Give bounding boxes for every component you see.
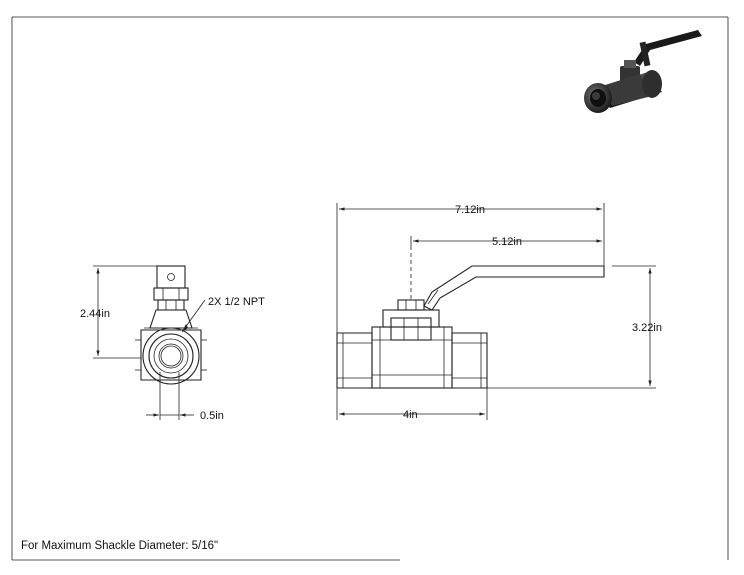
shackle-note: For Maximum Shackle Diameter: 5/16" — [21, 540, 219, 552]
dim-overall-length: 7.12in — [455, 204, 485, 216]
dim-height: 3.22in — [632, 322, 662, 334]
dim-side-height: 2.44in — [80, 308, 110, 320]
drawing-border — [11, 16, 729, 561]
ball-valve-isometric-icon — [584, 30, 702, 113]
dim-body-length: 4in — [403, 409, 418, 421]
side-view — [93, 265, 207, 420]
dim-handle-length: 5.12in — [492, 236, 522, 248]
front-view — [336, 203, 656, 420]
thread-callout: 2X 1/2 NPT — [208, 296, 265, 308]
dim-port-size: 0.5in — [200, 410, 224, 422]
